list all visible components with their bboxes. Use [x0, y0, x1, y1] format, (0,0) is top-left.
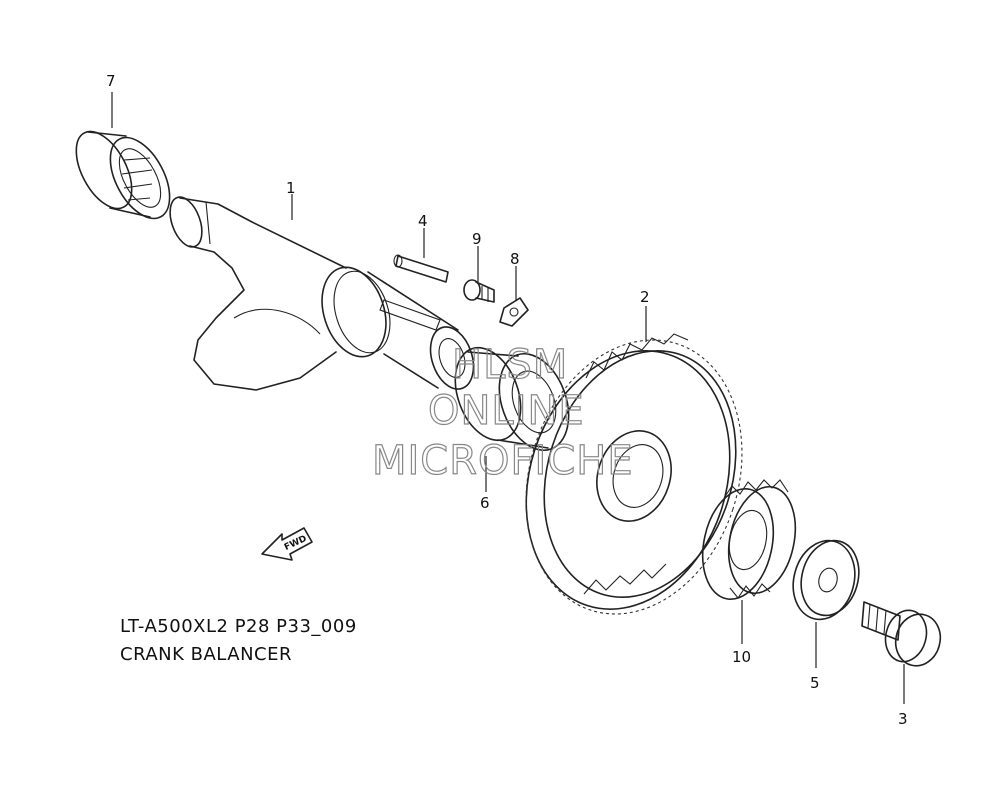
callout-5: 5: [810, 674, 820, 692]
callout-9: 9: [472, 230, 482, 248]
part-10-small-gear: [701, 479, 797, 601]
part-6-ball-bearing: [454, 346, 570, 452]
fwd-arrow: FWD: [261, 527, 313, 561]
callout-4: 4: [418, 212, 428, 230]
callout-1: 1: [286, 179, 296, 197]
diagram-code: LT-A500XL2 P28 P33_009: [120, 616, 357, 637]
diagram-title: CRANK BALANCER: [120, 644, 292, 665]
part-7-needle-bearing: [75, 130, 171, 220]
watermark-line-2: ONLINE: [428, 388, 585, 434]
callout-3: 3: [898, 710, 908, 728]
callout-6: 6: [480, 494, 490, 512]
part-3-flange-bolt: [861, 601, 942, 667]
part-8-plate-washer: [499, 297, 529, 327]
watermark-line-3: MICROFICHE: [372, 438, 634, 484]
callout-8: 8: [510, 250, 520, 268]
watermark: HLSM ONLINE MICROFICHE: [371, 341, 634, 484]
callout-10: 10: [732, 648, 751, 666]
watermark-line-1: HLSM: [452, 342, 568, 388]
part-5-washer: [792, 539, 860, 621]
callout-7: 7: [106, 72, 116, 90]
part-4-key: [393, 254, 449, 283]
part-2-balancer-gear: [525, 333, 743, 615]
part-9-bolt: [463, 279, 495, 303]
part-1-balancer-shaft: [169, 196, 475, 391]
callout-2: 2: [640, 288, 650, 306]
